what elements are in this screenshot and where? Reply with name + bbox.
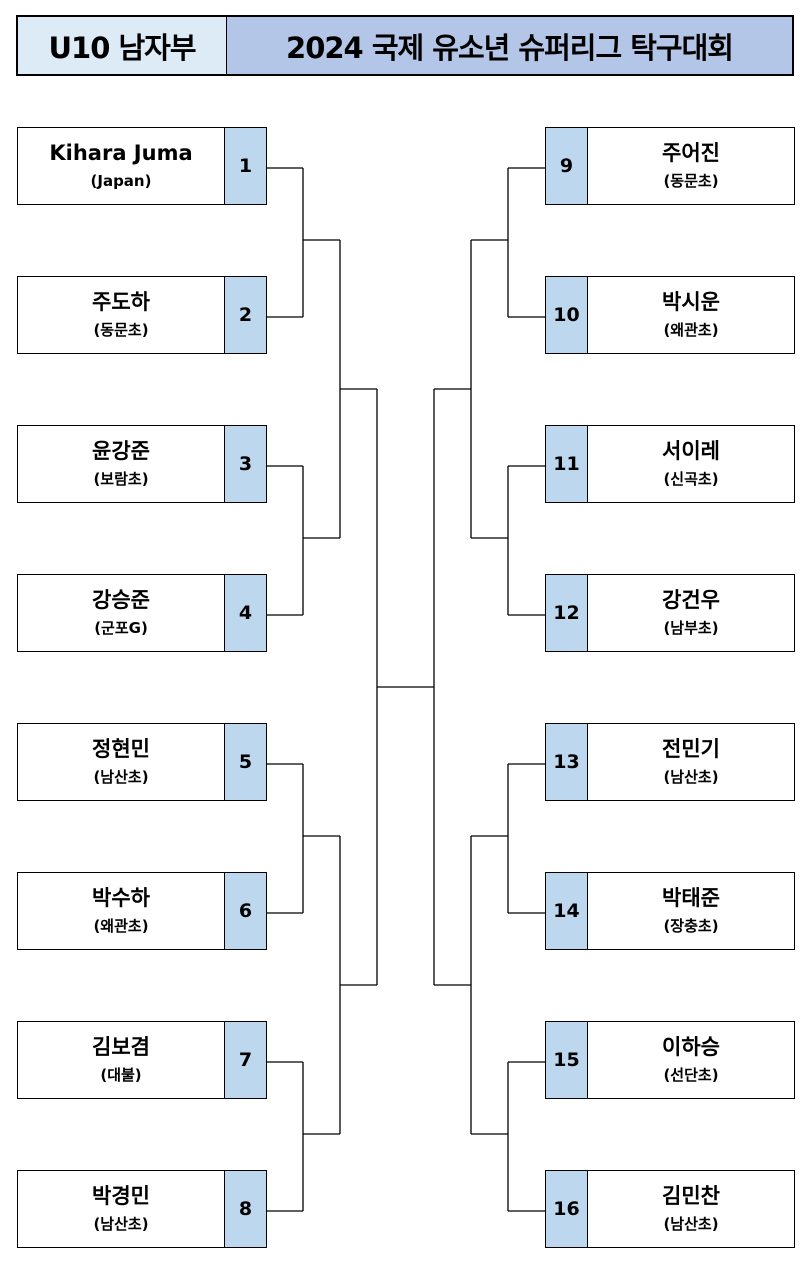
player-team: (선단초)	[663, 1066, 719, 1084]
right-round1-connectors	[507, 167, 545, 1212]
seed-number: 11	[546, 426, 588, 502]
player-slot-2: 주도하 (동문초) 2	[17, 276, 267, 354]
player-slot-4: 강승준 (군포G) 4	[17, 574, 267, 652]
player-team: (남산초)	[663, 1215, 719, 1233]
player-name: Kihara Juma	[49, 141, 193, 165]
player-name: 주도하	[92, 290, 150, 314]
seed-number: 15	[546, 1022, 588, 1098]
player-slot-13: 13 전민기 (남산초)	[545, 723, 795, 801]
left-round2-connectors	[303, 239, 341, 1135]
player-team: (남산초)	[93, 1215, 149, 1233]
player-name: 김민찬	[662, 1184, 720, 1208]
tournament-title: 2024 국제 유소년 슈퍼리그 탁구대회	[227, 17, 792, 74]
player-slot-7: 김보겸 (대불) 7	[17, 1021, 267, 1099]
seed-number: 8	[224, 1171, 266, 1247]
seed-number: 1	[224, 128, 266, 204]
player-slot-11: 11 서이레 (신곡초)	[545, 425, 795, 503]
player-team: (보람초)	[93, 470, 149, 488]
player-team: (Japan)	[90, 172, 152, 190]
seed-number: 14	[546, 873, 588, 949]
right-round3-connectors	[433, 388, 471, 986]
player-slot-6: 박수하 (왜관초) 6	[17, 872, 267, 950]
left-round3-connectors	[340, 388, 378, 986]
player-name: 서이레	[662, 439, 720, 463]
seed-number: 7	[224, 1022, 266, 1098]
player-team: (동문초)	[663, 172, 719, 190]
player-name: 전민기	[662, 737, 720, 761]
seed-number: 2	[224, 277, 266, 353]
player-name: 주어진	[662, 141, 720, 165]
seed-number: 4	[224, 575, 266, 651]
player-name: 박태준	[662, 886, 720, 910]
player-team: (신곡초)	[663, 470, 719, 488]
player-slot-5: 정현민 (남산초) 5	[17, 723, 267, 801]
player-slot-8: 박경민 (남산초) 8	[17, 1170, 267, 1248]
seed-number: 6	[224, 873, 266, 949]
player-name: 강건우	[662, 588, 720, 612]
player-team: (남부초)	[663, 619, 719, 637]
player-team: (군포G)	[94, 619, 148, 637]
seed-number: 13	[546, 724, 588, 800]
player-team: (동문초)	[93, 321, 149, 339]
category-label: U10 남자부	[18, 17, 227, 74]
player-name: 박경민	[92, 1184, 150, 1208]
player-name: 박수하	[92, 886, 150, 910]
player-name: 박시운	[662, 290, 720, 314]
player-slot-12: 12 강건우 (남부초)	[545, 574, 795, 652]
player-name: 정현민	[92, 737, 150, 761]
right-round2-connectors	[470, 239, 508, 1135]
seed-number: 3	[224, 426, 266, 502]
player-name: 윤강준	[92, 439, 150, 463]
player-name: 이하승	[662, 1035, 720, 1059]
player-slot-15: 15 이하승 (선단초)	[545, 1021, 795, 1099]
player-slot-10: 10 박시운 (왜관초)	[545, 276, 795, 354]
seed-number: 10	[546, 277, 588, 353]
player-slot-1: Kihara Juma (Japan) 1	[17, 127, 267, 205]
player-team: (남산초)	[663, 768, 719, 786]
player-name: 김보겸	[92, 1035, 150, 1059]
seed-number: 9	[546, 128, 588, 204]
player-team: (장충초)	[663, 917, 719, 935]
seed-number: 12	[546, 575, 588, 651]
player-team: (왜관초)	[663, 321, 719, 339]
tournament-header: U10 남자부 2024 국제 유소년 슈퍼리그 탁구대회	[16, 15, 794, 76]
player-slot-3: 윤강준 (보람초) 3	[17, 425, 267, 503]
left-round1-connectors	[266, 167, 304, 1212]
seed-number: 5	[224, 724, 266, 800]
player-team: (왜관초)	[93, 917, 149, 935]
player-slot-9: 9 주어진 (동문초)	[545, 127, 795, 205]
player-team: (대불)	[100, 1066, 142, 1084]
seed-number: 16	[546, 1171, 588, 1247]
player-slot-14: 14 박태준 (장충초)	[545, 872, 795, 950]
player-name: 강승준	[92, 588, 150, 612]
player-team: (남산초)	[93, 768, 149, 786]
player-slot-16: 16 김민찬 (남산초)	[545, 1170, 795, 1248]
